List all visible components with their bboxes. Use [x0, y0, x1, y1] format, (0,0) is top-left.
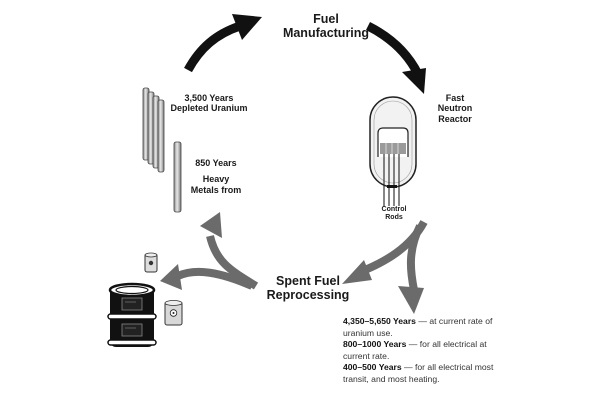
- control-rods: [383, 154, 400, 206]
- depleted-uranium-label: 3,500 Years Depleted Uranium: [164, 93, 254, 114]
- arrows-from-reactor: [342, 220, 428, 314]
- small-canister: [144, 252, 158, 273]
- label-line: Heavy: [202, 174, 230, 185]
- reactor-vessel: [369, 96, 417, 206]
- label-line: Depleted Uranium: [170, 103, 248, 114]
- label-line: Fast: [445, 93, 465, 103]
- note-text: — for all electrical at current rate.: [343, 339, 487, 361]
- duration-notes: 4,350–5,650 Years — at current rate of u…: [343, 316, 513, 386]
- waste-drums: [107, 282, 157, 347]
- note-item: 800–1000 Years — for all electrical at c…: [343, 339, 513, 362]
- note-text: — for all electrical most transit, and m…: [343, 362, 494, 384]
- fuel-manufacturing-label: Fuel Manufacturing: [270, 12, 382, 41]
- arrow-to-reactor: [365, 21, 426, 94]
- label-line: Spent Fuel: [276, 274, 340, 288]
- label-line: Neutron: [437, 103, 473, 114]
- label-line: Control: [381, 206, 407, 213]
- label-line: Reactor: [438, 113, 472, 124]
- arrows-from-reprocessing: [160, 212, 259, 290]
- label-line: Manufacturing: [282, 26, 370, 41]
- heavy-metals-rod: [173, 141, 182, 213]
- note-item: 400–500 Years — for all electrical most …: [343, 362, 513, 385]
- radioactive-canister: [164, 300, 183, 326]
- label-line: 850 Years: [195, 158, 237, 168]
- note-text: — at current rate of uranium use.: [343, 316, 493, 338]
- label-line: 3,500 Years: [184, 93, 234, 103]
- note-bold: 400–500 Years: [343, 362, 402, 373]
- spent-fuel-reprocessing-label: Spent Fuel Reprocessing: [258, 274, 358, 303]
- control-rods-label: Control Rods: [372, 206, 416, 222]
- note-item: 4,350–5,650 Years — at current rate of u…: [343, 316, 513, 339]
- note-bold: 800–1000 Years: [343, 339, 407, 350]
- note-bold: 4,350–5,650 Years: [343, 316, 416, 326]
- arrow-to-fuel-manufacturing: [184, 14, 262, 73]
- depleted-uranium-rods: [142, 87, 165, 173]
- fast-neutron-reactor-label: Fast Neutron Reactor: [432, 93, 478, 124]
- label-line: Rods: [385, 214, 403, 222]
- label-line: Metals from: [190, 184, 242, 195]
- label-line: Reprocessing: [266, 288, 350, 303]
- label-line: Fuel: [313, 12, 339, 26]
- heavy-metals-label: 850 Years Heavy Metals from: [186, 158, 246, 195]
